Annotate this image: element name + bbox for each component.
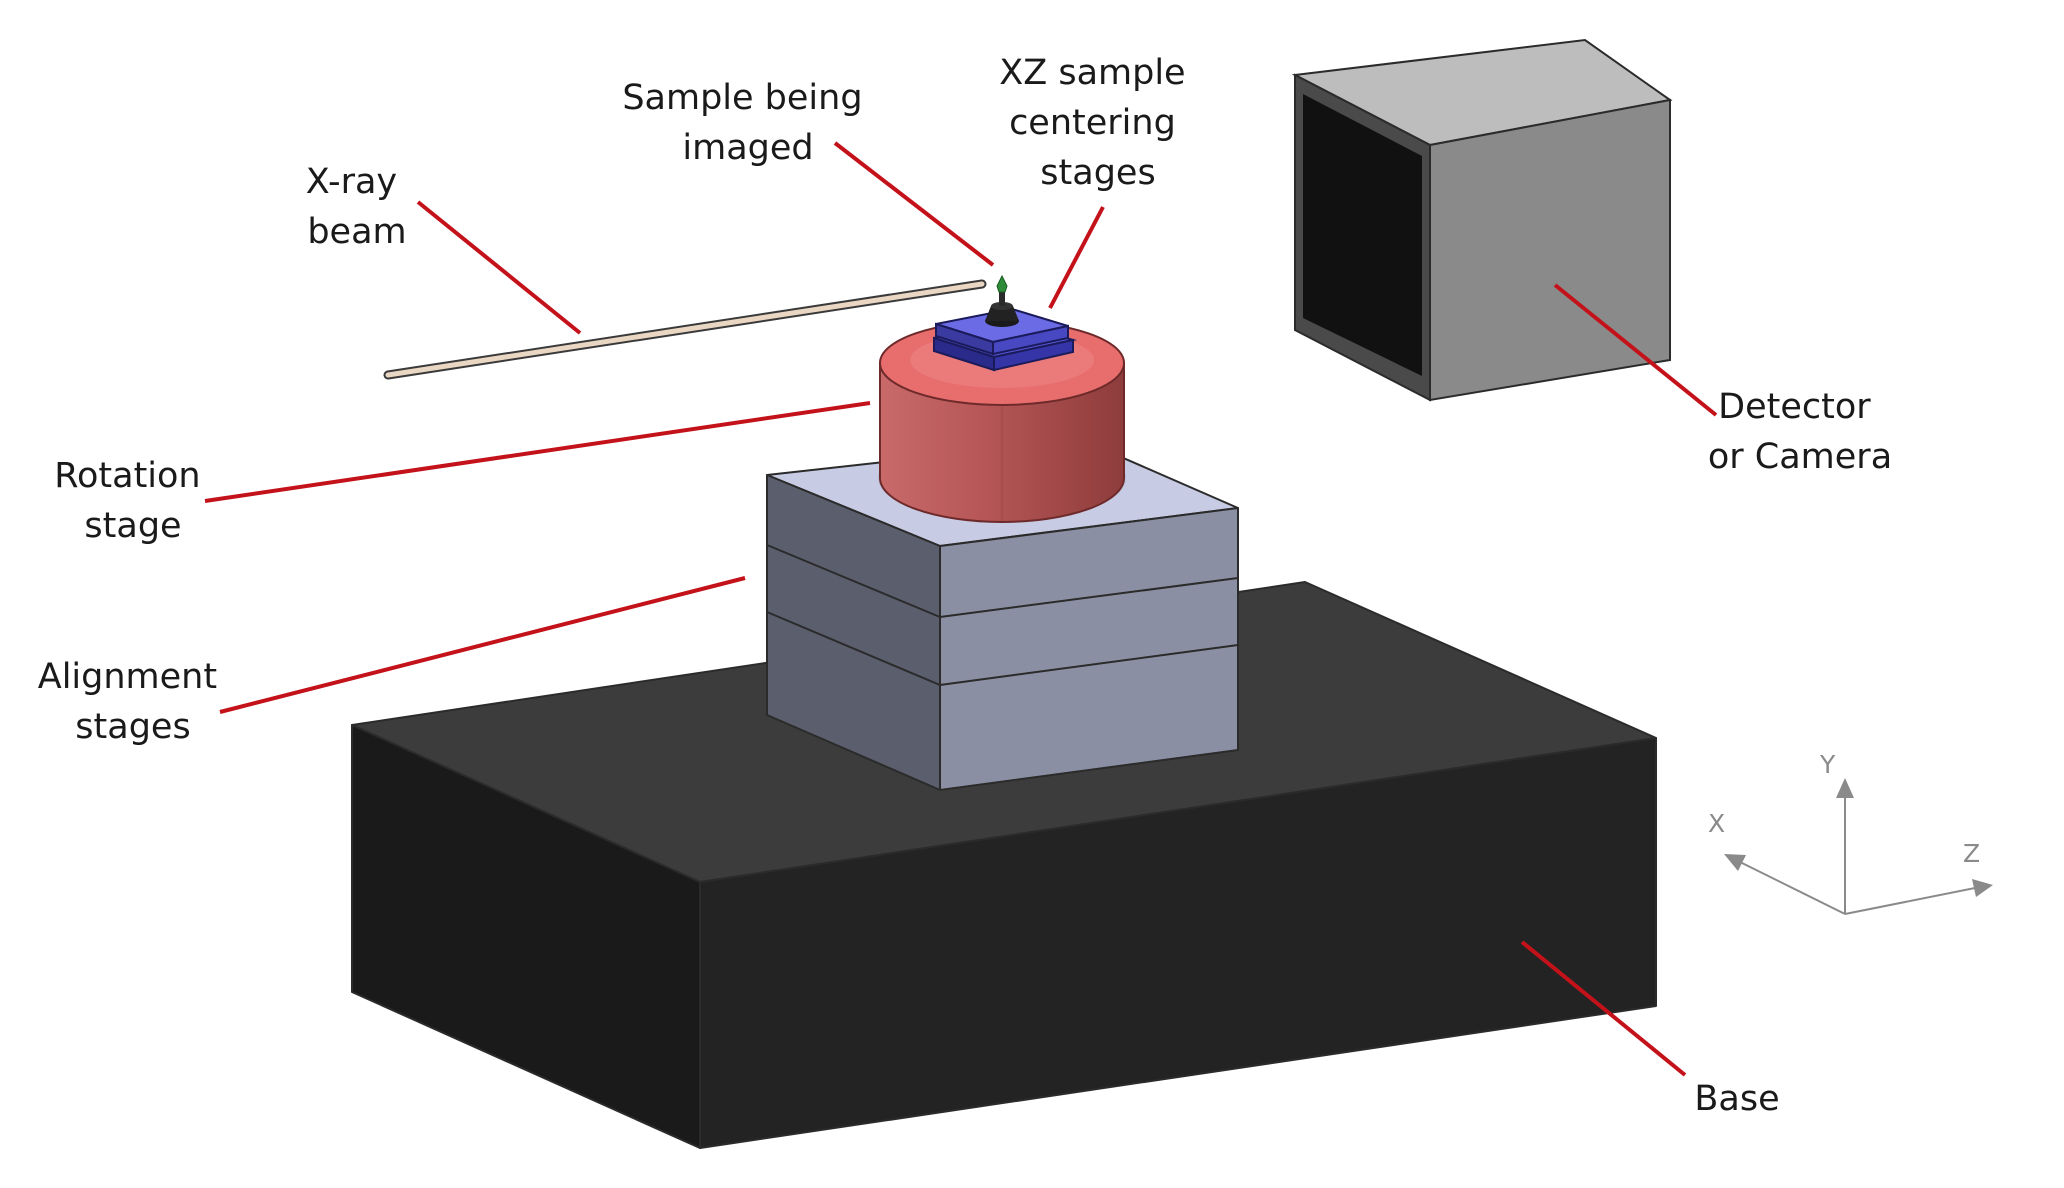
leader-xray [416,200,582,335]
base-side-face [351,724,701,1149]
alignment-stage-front [939,507,1239,791]
leader-xz [1048,206,1105,309]
label-rotation-stage: Rotation stage [54,456,212,546]
leader-base [1520,940,1687,1077]
detector-front-face [1429,98,1671,402]
axis-labels: Y X Z [1708,750,1980,868]
label-alignment-stages: Alignment stages [38,657,228,747]
axis-label-y: Y [1819,750,1836,779]
label-xz-stages: XZ sample centering stages [999,53,1196,193]
labels: Sample being imaged XZ sample centering … [38,53,1892,1119]
sample [985,274,1019,327]
detector-camera [1291,38,1673,402]
leader-rotation [204,401,871,503]
axis-triad [1724,778,1993,915]
axis-label-x: X [1708,809,1725,838]
label-sample: Sample being imaged [622,78,873,168]
sample-specimen [996,274,1008,293]
leader-alignment [219,576,746,714]
leader-lines [204,141,1718,1077]
xz-stage-upper-side [935,322,994,356]
axis-label-z: Z [1963,839,1980,868]
leader-sample [833,141,995,267]
detector-sensor-face [1303,94,1422,376]
label-detector: Detector or Camera [1708,387,1892,477]
label-xray-beam: X-ray beam [306,162,409,252]
xz-stage-lower-side [933,336,995,372]
xz-centering-stages [933,307,1077,372]
leader-detector [1553,283,1718,417]
label-base: Base [1694,1079,1779,1119]
xray-beam [383,279,987,380]
